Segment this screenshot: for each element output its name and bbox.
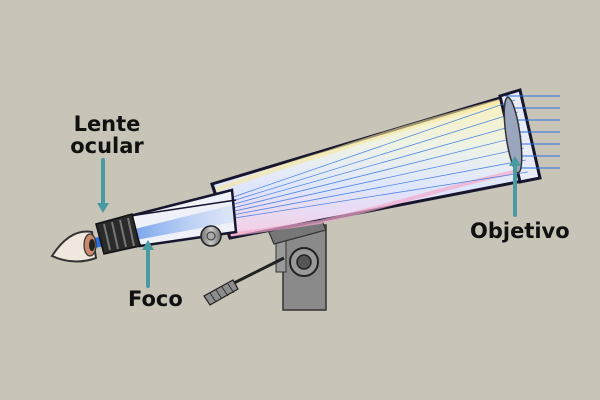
objective-label: Objetivo xyxy=(470,219,570,243)
objective-lens xyxy=(503,96,523,174)
pointer-lines xyxy=(101,158,517,288)
objective-pointer-arrow xyxy=(509,156,521,166)
focus-label: Foco xyxy=(128,287,183,311)
eyepiece-label-line1: Lente xyxy=(73,112,141,136)
eyepiece-label: Lente ocular xyxy=(70,113,144,157)
eyepiece xyxy=(95,213,141,255)
eyepiece-pointer-arrow xyxy=(97,203,109,213)
eyepiece-label-line2: ocular xyxy=(70,134,144,158)
focus-knob-icon xyxy=(200,225,222,247)
focus-pointer-arrow xyxy=(142,240,154,250)
eye-icon xyxy=(50,230,98,263)
lever-handle xyxy=(203,279,239,306)
